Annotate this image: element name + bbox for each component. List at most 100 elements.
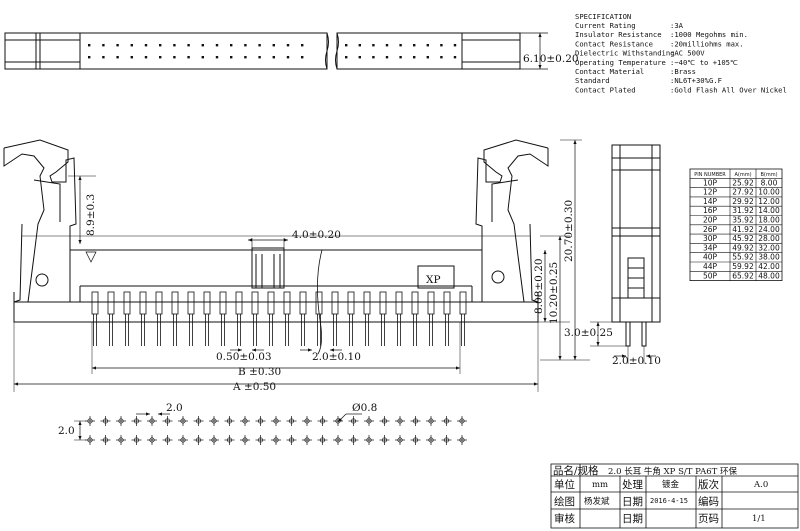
tb-name-value: 2.0 长耳 牛角 XP S/T PA6T 环保 — [608, 466, 738, 477]
pin-dot — [301, 44, 304, 47]
tb-process-label: 处理 — [622, 479, 643, 491]
footprint-hole — [364, 416, 374, 426]
pin — [283, 291, 291, 346]
footprint-hole — [178, 416, 188, 426]
pin-table-cell: 8.00 — [761, 178, 778, 187]
spec-label: Dielectric Withstanding — [575, 49, 675, 58]
footprint-hole — [209, 435, 219, 445]
dim-b: B ±0.30 — [238, 366, 281, 378]
tb-review-label: 审核 — [554, 512, 575, 525]
footprint-hole — [302, 435, 312, 445]
tb-drawn-value: 杨发斌 — [584, 496, 610, 507]
footprint-hole — [240, 435, 250, 445]
dim-latch-height: 8.9±0.3 — [85, 194, 97, 236]
footprint-hole — [224, 416, 235, 426]
pin — [395, 291, 403, 346]
pin-dot — [159, 56, 162, 59]
dim-key-width: 4.0±0.20 — [292, 229, 341, 241]
pin-dot — [230, 44, 233, 47]
spec-label: Contact Plated — [575, 85, 636, 94]
pin-table-cell: 10P — [703, 178, 718, 187]
pin — [203, 291, 211, 346]
pin-table-cell: 24.00 — [758, 225, 780, 234]
marking-label: XP — [426, 274, 441, 286]
footprint-hole — [395, 435, 405, 445]
pin-dot — [244, 44, 247, 47]
pin-table-cell: 29.92 — [732, 197, 754, 206]
pin-table-cell: 48.00 — [758, 271, 780, 280]
pin-table-cell: 45.92 — [732, 234, 754, 243]
spec-value: :AC 500V — [670, 49, 705, 58]
pin-table-cell: 10.00 — [758, 188, 780, 197]
pin — [171, 291, 179, 346]
footprint-hole — [426, 435, 436, 445]
tb-date-value: 2016-4-15 — [650, 497, 688, 505]
pin-table-cell: 12.00 — [758, 197, 780, 206]
spec-value: :−40℃ to +105℃ — [670, 58, 738, 67]
pin-table-cell: 20P — [703, 216, 718, 225]
pin-dot — [173, 56, 176, 59]
dim-pitch-front: 2.0±0.10 — [312, 351, 361, 363]
pin-table-cell: 31.92 — [732, 206, 754, 215]
footprint-hole — [348, 435, 359, 445]
pin-dot — [426, 56, 429, 59]
pin — [107, 291, 115, 346]
footprint-hole — [317, 416, 328, 426]
top-view — [4, 32, 548, 70]
footprint-hole — [286, 416, 297, 426]
footprint-hole — [131, 416, 142, 426]
title-block — [550, 463, 799, 529]
footprint-hole — [85, 416, 95, 426]
spec-label: Current Rating — [575, 21, 636, 30]
pin-table-header: A(mm) — [734, 172, 751, 178]
top-view-pin-dots — [88, 44, 457, 59]
footprint-hole — [286, 435, 297, 445]
spec-value: :NL6T+30%G.F — [670, 76, 722, 85]
footprint-hole — [333, 435, 343, 445]
pin-table-cell: 30P — [703, 234, 718, 243]
footprint-hole — [364, 435, 374, 445]
spec-label: Insulator Resistance — [575, 30, 662, 39]
footprint-hole — [410, 416, 421, 426]
pin-dot — [244, 56, 247, 59]
front-view — [3, 139, 590, 392]
footprint-hole — [193, 435, 204, 445]
footprint-hole — [271, 416, 281, 426]
pin-table-cell: 14P — [703, 197, 718, 206]
tb-process-value: 镀金 — [662, 479, 680, 490]
pin-dot — [385, 44, 389, 47]
footprint-hole — [271, 435, 281, 445]
spec-label: Contact Material — [575, 67, 644, 76]
footprint-hole — [116, 435, 126, 445]
pin-table-header: PIN NUMBER — [694, 172, 726, 178]
pin-dot — [272, 44, 275, 47]
pin-dot — [102, 56, 105, 59]
pin-table-cell: 27.92 — [732, 188, 754, 197]
pin-dot — [301, 56, 304, 59]
pcb-footprint — [74, 412, 467, 445]
pin-dot — [372, 44, 375, 47]
dim-pitch-y: 2.0 — [58, 425, 75, 437]
pin-table-cell: 40P — [703, 253, 718, 262]
footprint-hole — [379, 435, 390, 445]
pin-dot — [345, 44, 348, 47]
pin-table-cell: 32.00 — [758, 243, 780, 252]
pin-dot — [258, 44, 261, 47]
spec-value: :3A — [670, 21, 684, 30]
pin-table-cell: 41.92 — [732, 225, 754, 234]
pin-dot — [385, 56, 389, 59]
spec-label: Operating Temperature — [575, 58, 666, 67]
specification: SPECIFICATION Current Rating:3AInsulator… — [575, 12, 787, 94]
tb-unit-label: 单位 — [554, 478, 575, 491]
footprint-hole — [100, 435, 111, 445]
dim-hole: Ø0.8 — [352, 402, 377, 414]
pin-dot — [201, 56, 204, 59]
pin — [459, 291, 467, 346]
pin-table-cell: 55.92 — [732, 253, 754, 262]
front-view-pins — [91, 291, 467, 346]
pin — [251, 291, 259, 346]
footprint-hole — [302, 416, 312, 426]
footprint-hole — [178, 435, 188, 445]
pin-table-cell: 38.00 — [758, 253, 780, 262]
pin — [123, 291, 131, 346]
